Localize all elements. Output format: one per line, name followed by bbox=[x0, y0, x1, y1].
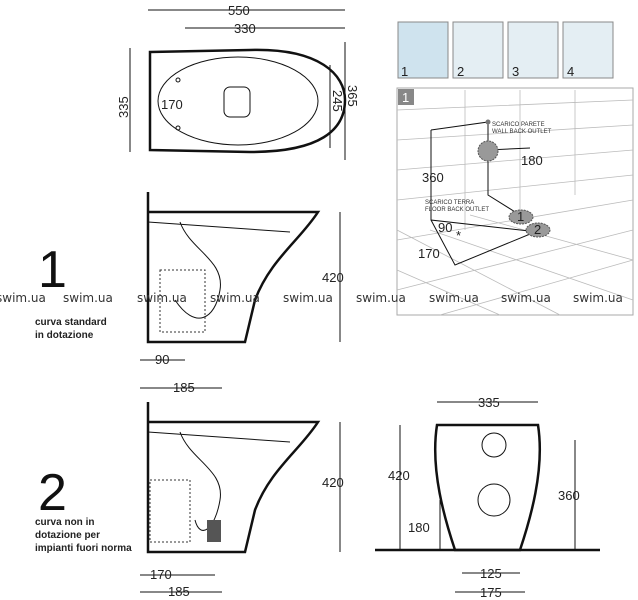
dim-170-side2: 170 bbox=[150, 567, 172, 582]
watermark: swim.ua bbox=[210, 291, 260, 305]
dim-420-side2: 420 bbox=[322, 475, 344, 490]
persp-dim-180: 180 bbox=[521, 153, 543, 168]
step-1-label: 1 bbox=[401, 64, 408, 79]
dim-125: 125 bbox=[480, 566, 502, 581]
dim-360-front: 360 bbox=[558, 488, 580, 503]
watermark: swim.ua bbox=[429, 291, 479, 305]
variant-number-1: 1 bbox=[38, 241, 67, 299]
watermark: swim.ua bbox=[356, 291, 406, 305]
floor-outlet-en: FLOOR BACK OUTLET bbox=[425, 207, 489, 213]
persp-asterisk: * bbox=[456, 228, 461, 243]
watermark: swim.ua bbox=[137, 291, 187, 305]
caption-1-line2: in dotazione bbox=[35, 330, 94, 341]
variant-number-2: 2 bbox=[38, 464, 67, 522]
outlet-1-label: 1 bbox=[517, 209, 524, 224]
panel-number: 1 bbox=[402, 90, 409, 105]
persp-dim-170: 170 bbox=[418, 246, 440, 261]
step-3-label: 3 bbox=[512, 64, 519, 79]
caption-2-line3: impianti fuori norma bbox=[35, 543, 132, 554]
dim-170: 170 bbox=[161, 97, 183, 112]
outlet-2-label: 2 bbox=[534, 222, 541, 237]
side-view-1: 420 90 185 1 curva standard in dotazione bbox=[35, 192, 344, 395]
dim-185-side2: 185 bbox=[168, 584, 190, 599]
dim-245: 245 bbox=[330, 90, 345, 112]
caption-2-line2: dotazione per bbox=[35, 530, 100, 541]
caption-2-line1: curva non in bbox=[35, 517, 94, 528]
dim-420-front: 420 bbox=[388, 468, 410, 483]
top-view: 550 330 335 365 245 170 bbox=[116, 3, 360, 160]
watermark: swim.ua bbox=[63, 291, 113, 305]
dim-550: 550 bbox=[228, 3, 250, 18]
dim-335: 335 bbox=[116, 96, 131, 118]
watermark: swim.ua bbox=[0, 291, 46, 305]
dim-90: 90 bbox=[155, 352, 169, 367]
dim-420-side1: 420 bbox=[322, 270, 344, 285]
side-view-2: 420 170 185 2 curva non in dotazione per… bbox=[35, 402, 344, 599]
dim-185-side1: 185 bbox=[173, 380, 195, 395]
watermark: swim.ua bbox=[573, 291, 623, 305]
dim-365: 365 bbox=[345, 85, 360, 107]
dim-335-front: 335 bbox=[478, 395, 500, 410]
watermark: swim.ua bbox=[283, 291, 333, 305]
dim-175: 175 bbox=[480, 585, 502, 600]
install-steps: 1 2 3 4 bbox=[397, 21, 614, 79]
watermark: swim.ua bbox=[501, 291, 551, 305]
step-4-label: 4 bbox=[567, 64, 574, 79]
watermark-row: swim.ua swim.ua swim.ua swim.ua swim.ua … bbox=[0, 291, 623, 305]
wall-outlet-it: SCARICO PARETE bbox=[492, 122, 545, 128]
persp-dim-360: 360 bbox=[422, 170, 444, 185]
step-2-label: 2 bbox=[457, 64, 464, 79]
caption-1-line1: curva standard bbox=[35, 317, 107, 328]
front-view: 335 420 360 180 125 175 bbox=[375, 395, 600, 600]
persp-dim-90: 90 bbox=[438, 220, 452, 235]
perspective-panel: 1 1 2 SCARICO PARETE WALL BACK OUTLET SC… bbox=[396, 87, 634, 316]
floor-outlet-it: SCARICO TERRA bbox=[425, 200, 474, 206]
dim-180-front: 180 bbox=[408, 520, 430, 535]
dim-330: 330 bbox=[234, 21, 256, 36]
wall-outlet-en: WALL BACK OUTLET bbox=[492, 129, 552, 135]
